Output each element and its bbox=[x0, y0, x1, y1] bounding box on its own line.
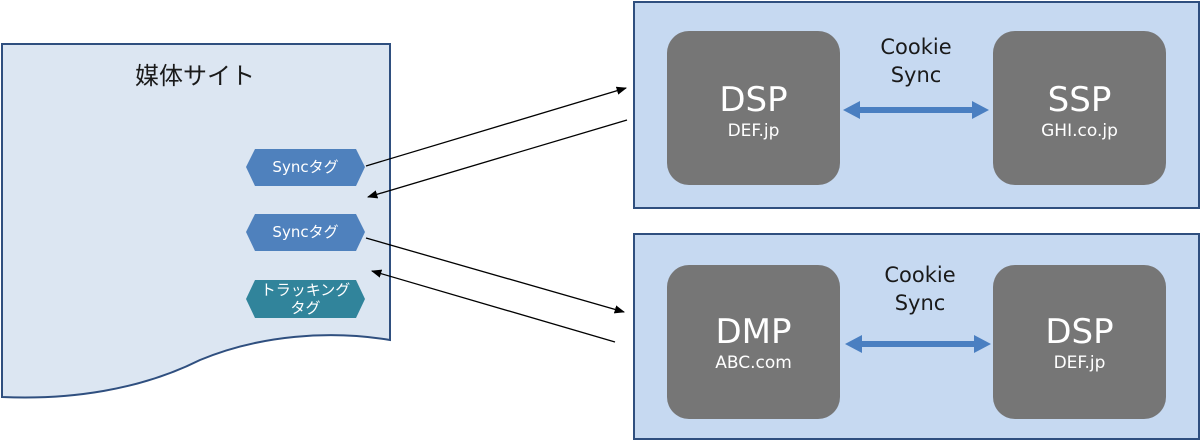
bottom-cookie-sync-line2: Sync bbox=[894, 291, 946, 315]
top-right-box bbox=[993, 31, 1166, 185]
sync-tag-1-label: Syncタグ bbox=[272, 158, 339, 176]
sync-tag-1-shape[interactable] bbox=[246, 149, 365, 186]
media-site-title: 媒体サイト bbox=[135, 62, 255, 90]
bottom-left-domain: ABC.com bbox=[715, 353, 792, 373]
tracking-tag-label-line2: タグ bbox=[290, 299, 321, 317]
top-left-domain: DEF.jp bbox=[727, 121, 780, 141]
tracking-tag-label-line1: トラッキング bbox=[260, 281, 351, 299]
bottom-right-name: DSP bbox=[1045, 312, 1114, 352]
top-right-domain: GHI.co.jp bbox=[1041, 121, 1118, 141]
bottom-right-box bbox=[993, 265, 1166, 419]
top-cookie-sync-line2: Sync bbox=[890, 63, 942, 87]
top-cookie-sync-line1: Cookie bbox=[880, 35, 952, 59]
arrow-top-panel-to-site bbox=[367, 119, 628, 199]
tracking-tag-label: トラッキング タグ bbox=[246, 281, 365, 317]
arrow-sync-tag-1-to-top-panel bbox=[365, 86, 627, 167]
arrow-bottom-panel-to-site bbox=[371, 269, 616, 343]
top-left-name: DSP bbox=[719, 80, 788, 120]
tracking-tag-shape[interactable] bbox=[246, 280, 365, 318]
bottom-left-box bbox=[667, 265, 840, 419]
top-cookie-sync-label: Cookie Sync bbox=[856, 33, 976, 89]
arrow-sync-tag-2-to-bottom-panel bbox=[365, 237, 625, 314]
top-left-box bbox=[667, 31, 840, 185]
bottom-right-domain: DEF.jp bbox=[1053, 353, 1106, 373]
bottom-cookie-sync-line1: Cookie bbox=[884, 263, 956, 287]
bottom-left-name: DMP bbox=[715, 312, 792, 352]
top-sync-arrow bbox=[843, 101, 989, 119]
bottom-cookie-sync-label: Cookie Sync bbox=[860, 261, 980, 317]
sync-tag-2-label: Syncタグ bbox=[272, 223, 339, 241]
sync-tag-2-shape[interactable] bbox=[246, 214, 365, 251]
top-right-name: SSP bbox=[1047, 80, 1112, 120]
bottom-sync-arrow bbox=[845, 335, 991, 353]
